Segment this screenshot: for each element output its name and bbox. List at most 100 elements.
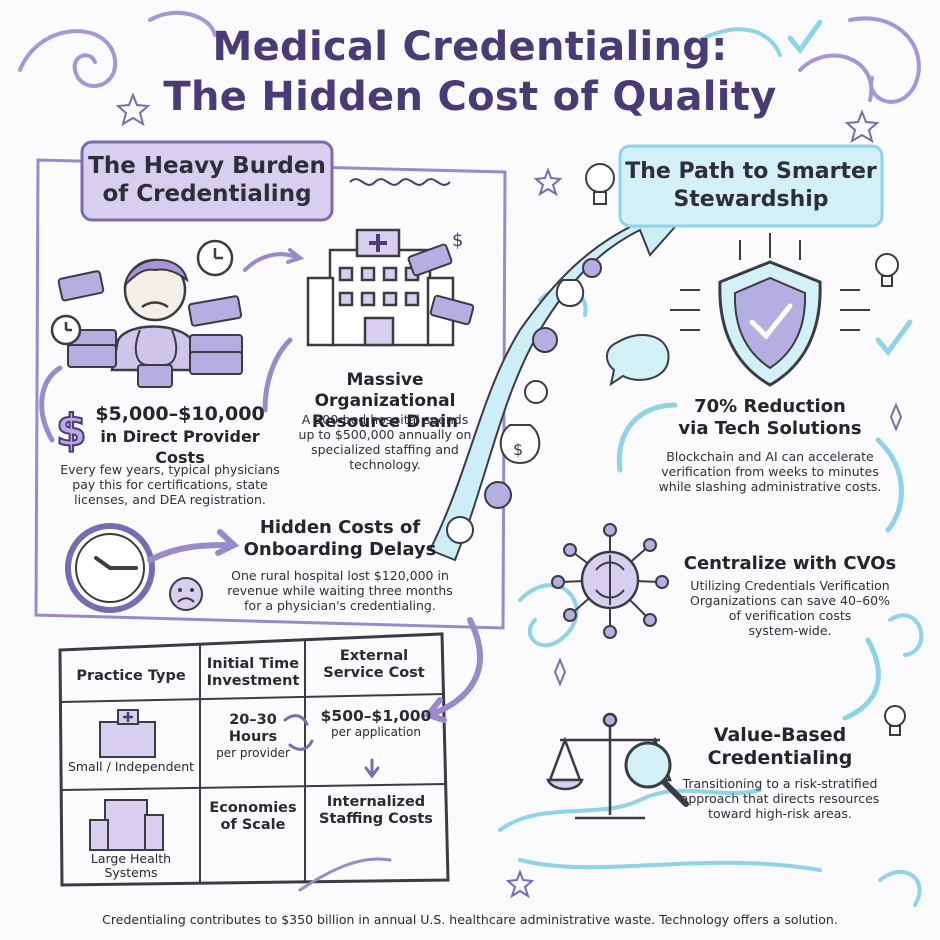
table-row2-cost: Internalized Staffing Costs [306, 794, 446, 828]
dollar-sign-icon: $ [56, 405, 87, 456]
table-cell-line: Internalized [326, 794, 426, 810]
table-cell-sub: per provider [216, 746, 290, 760]
right-section-heading: The Path to Smarter Stewardship [620, 158, 882, 214]
cvo-body: Utilizing Credentials Verification Organ… [670, 578, 910, 638]
curved-arrow [39, 365, 63, 443]
lightbulb-icon [585, 163, 906, 736]
table-cell-line: Hours [228, 729, 278, 745]
dollar-sign-icon-bag: $ [513, 440, 523, 459]
swap-arrows-icon [283, 714, 380, 779]
left-panel-scribble [349, 178, 451, 186]
cost-table-frame [58, 632, 450, 887]
cvo-title: Centralize with CVOs [683, 553, 897, 574]
table-header-line: Initial Time [206, 656, 300, 672]
cvo-body-line: of verification costs [728, 608, 852, 623]
table-row1-cost: $500–$1,000 per application [306, 707, 446, 740]
cvo-body-line: system-wide. [748, 623, 832, 638]
curved-arrow-aqua [616, 402, 678, 473]
gear-icon [484, 258, 602, 509]
value-body-line: toward high-risk areas. [708, 806, 852, 821]
clock-icon [446, 380, 548, 544]
table-row2-type: Large Health Systems [62, 852, 200, 880]
table-cell-line: of Scale [220, 817, 286, 833]
onboarding-body-line: for a physician's credentialing. [244, 598, 436, 613]
dollar-sign-icon-small: $ [452, 230, 463, 251]
arrow-head [286, 248, 305, 264]
table-cell-sub: per application [331, 725, 421, 739]
hospital-building-icon [306, 228, 455, 347]
checkmark-decoration [787, 19, 913, 357]
left-heading-line2: of Credentialing [102, 181, 312, 207]
value-body-line: approach that directs resources [680, 791, 880, 806]
tech-body-line: while slashing administrative costs. [658, 479, 882, 494]
onboarding-body: One rural hospital lost $120,000 in reve… [215, 568, 465, 613]
swirl-decoration-aqua [498, 27, 924, 907]
curved-arrow [262, 337, 293, 413]
resource-drain-title-line1: Massive Organizational [314, 370, 456, 411]
large-hospital-icon [89, 799, 164, 851]
page-title-line2: The Hidden Cost of Quality [163, 74, 777, 120]
provider-cost-body-line: pay this for certifications, state [72, 477, 268, 492]
provider-cost-subtitle: in Direct Provider Costs [100, 427, 260, 467]
small-clinic-icon [99, 709, 156, 758]
left-heading-badge-bg [80, 140, 334, 222]
value-body: Transitioning to a risk-stratified appro… [665, 776, 895, 821]
cvo-body-line: Organizations can save 40–60% [690, 593, 890, 608]
footer-note: Credentialing contributes to $350 billio… [102, 912, 838, 927]
right-heading-badge-bg [618, 144, 884, 228]
table-header-line: Investment [206, 673, 300, 689]
value-title-line1: Value-Based [713, 724, 847, 746]
left-heading-line1: The Heavy Burden [88, 153, 326, 179]
right-heading-line2: Stewardship [673, 187, 829, 212]
provider-cost-body: Every few years, typical physicians pay … [45, 462, 295, 507]
speech-bubble-icon [606, 333, 670, 387]
page-title: Medical Credentialing: The Hidden Cost o… [0, 22, 940, 122]
table-cell-line: $500–$1,000 [320, 707, 432, 725]
table-cell-line: Staffing Costs [319, 811, 433, 827]
brain-network-icon [551, 523, 669, 639]
clock-icon [50, 239, 234, 346]
tech-title-line2: via Tech Solutions [678, 418, 862, 439]
provider-cost-block: $5,000–$10,000 in Direct Provider Costs [75, 403, 285, 468]
value-block: Value-Based Credentialing [680, 724, 880, 770]
curved-arrow-aqua [875, 437, 904, 533]
onboarding-title-line2: Onboarding Delays [243, 539, 437, 560]
balance-scale-icon [546, 712, 689, 820]
tech-body-line: Blockchain and AI can accelerate [666, 449, 874, 464]
left-panel-frame [34, 158, 507, 630]
table-row1-time: 20–30 Hours per provider [202, 712, 304, 760]
value-title-line2: Credentialing [707, 747, 853, 769]
tech-body-line: verification from weeks to minutes [661, 464, 879, 479]
table-row2-time: Economies of Scale [202, 800, 304, 834]
money-bag-icon [499, 279, 585, 465]
right-heading-line1: The Path to Smarter [625, 159, 877, 184]
tech-body: Blockchain and AI can accelerate verific… [630, 449, 910, 494]
page-title-line1: Medical Credentialing: [212, 24, 728, 70]
arrow-head [215, 529, 240, 556]
arrow-head [422, 697, 447, 723]
table-header-external-cost: External Service Cost [306, 648, 442, 682]
onboarding-body-line: revenue while waiting three months [227, 583, 453, 598]
curved-arrow [427, 617, 483, 718]
swirl-decoration [18, 10, 921, 104]
curved-arrow [243, 252, 300, 272]
resource-drain-body: A 300-bed hospital spends up to $500,000… [280, 412, 490, 472]
table-cell-line: Systems [104, 865, 158, 880]
table-row1-type: Small / Independent [67, 759, 195, 774]
curved-arrow [298, 857, 392, 892]
table-cell-line: 20–30 [229, 712, 277, 728]
provider-cost-body-line: licenses, and DEA registration. [74, 492, 266, 507]
large-clock-icon [65, 523, 155, 613]
arrow-swoosh [147, 542, 233, 563]
resource-drain-body-line: technology. [349, 457, 421, 472]
table-header-line: External [339, 648, 409, 664]
table-header-line: Service Cost [323, 665, 425, 681]
provider-cost-title: $5,000–$10,000 [95, 403, 265, 425]
table-header-initial-time: Initial Time Investment [202, 656, 304, 690]
provider-cost-body-line: Every few years, typical physicians [60, 462, 280, 477]
onboarding-body-line: One rural hospital lost $120,000 in [231, 568, 449, 583]
star-decoration [115, 92, 903, 899]
resource-drain-body-line: A 300-bed hospital spends [301, 412, 469, 427]
table-cell-line: Large Health [90, 851, 172, 866]
resource-drain-body-line: specialized staffing and [311, 442, 459, 457]
